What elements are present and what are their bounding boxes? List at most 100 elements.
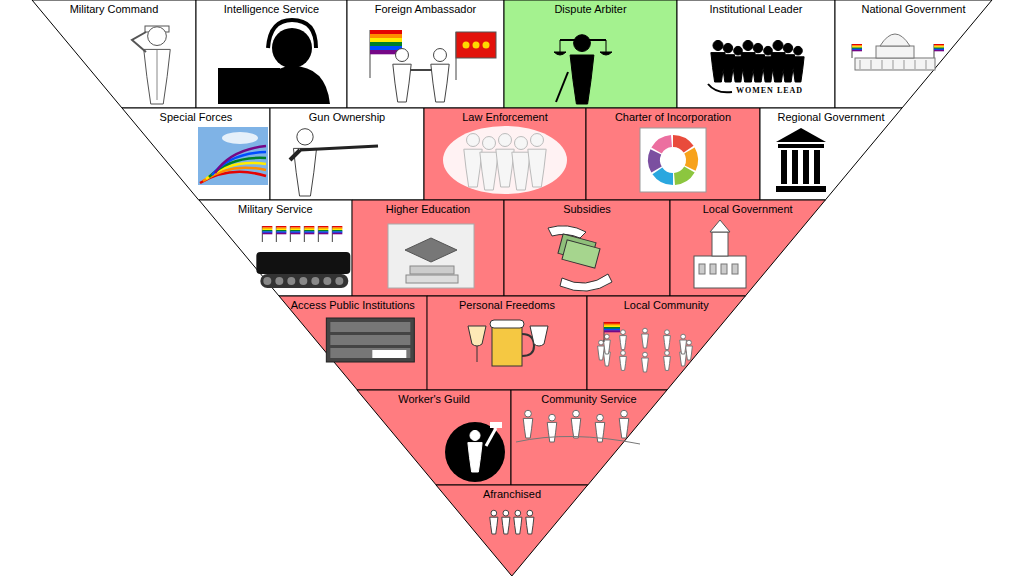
- pyramid-cell: Worker's Guild: [357, 390, 511, 485]
- icon-shape: [464, 149, 482, 187]
- cell-title: Intelligence Service: [198, 0, 345, 16]
- icon-shape: [597, 414, 604, 421]
- cell-icon: [708, 40, 804, 92]
- pyramid-cell: Military Service: [199, 200, 352, 296]
- pyramid-cell: Regional Government: [760, 108, 902, 200]
- cell-outline: [357, 390, 511, 485]
- icon-shape: [814, 150, 820, 184]
- icon-shape: [570, 55, 594, 104]
- icon-shape: [491, 510, 497, 516]
- icon-shape: [599, 340, 604, 345]
- icon-shape: [431, 64, 449, 102]
- cell-icon: [852, 34, 944, 70]
- icon-shape: [893, 60, 894, 69]
- pyramid-cell: National Government: [835, 0, 992, 108]
- icon-shape: [776, 186, 826, 192]
- icon-shape: [490, 422, 502, 428]
- icon-shape: [290, 233, 300, 235]
- icon-shape: [621, 410, 628, 417]
- icon-shape: [620, 356, 627, 370]
- icon-shape: [276, 233, 286, 235]
- icon-shape: [443, 126, 567, 194]
- icon-shape: [410, 69, 432, 71]
- icon-shape: [665, 351, 670, 356]
- icon-shape: [643, 328, 648, 333]
- pyramid-cell: Community Service: [511, 390, 667, 485]
- icon-shape: [330, 335, 410, 345]
- icon-shape: [642, 358, 649, 372]
- icon-shape: [554, 52, 566, 55]
- icon-shape: [680, 340, 687, 354]
- cell-outline: [424, 108, 586, 200]
- icon-shape: [335, 277, 343, 285]
- cell-outline: [586, 108, 760, 200]
- icon-shape: [263, 277, 271, 285]
- icon-shape: [598, 346, 605, 360]
- icon-shape: [871, 60, 872, 69]
- cell-title: Military Service: [201, 200, 350, 216]
- cell-title: Subsidies: [506, 200, 668, 216]
- icon-shape: [515, 137, 528, 150]
- icon-shape: [405, 238, 457, 262]
- cell-outline: [196, 0, 347, 108]
- icon-shape: [560, 274, 612, 291]
- cell-outline: [279, 296, 427, 390]
- icon-shape: [372, 350, 406, 358]
- cell-icon: [468, 320, 548, 366]
- cell-title: Gun Ownership: [272, 108, 422, 124]
- pyramid-cell: Institutional LeaderWOMEN LEAD: [677, 0, 835, 108]
- icon-shape: [300, 146, 378, 150]
- cell-outline: [835, 0, 992, 108]
- icon-shape: [860, 60, 861, 69]
- cell-outline: [427, 296, 587, 390]
- cell-icon: [490, 510, 534, 534]
- icon-shape: [396, 49, 409, 62]
- cell-title: Personal Freedoms: [429, 296, 585, 312]
- pyramid-cell: Charter of Incorporation: [586, 108, 760, 200]
- icon-shape: [318, 233, 328, 235]
- icon-shape: [370, 30, 402, 34]
- icon-shape: [781, 150, 787, 184]
- cell-icon: [198, 127, 268, 185]
- cell-outline: [352, 200, 504, 296]
- icon-shape: [290, 150, 300, 160]
- icon-shape: [492, 326, 522, 366]
- icon-shape: [600, 52, 612, 55]
- icon-shape: [531, 134, 544, 147]
- icon-shape: [712, 232, 728, 256]
- cell-outline: [677, 0, 835, 108]
- cell-outline: [436, 485, 588, 576]
- icon-shape: [783, 43, 792, 52]
- cell-icon: [516, 410, 640, 444]
- icon-shape: [304, 233, 314, 235]
- icon-shape: [528, 149, 546, 187]
- icon-shape: [287, 277, 295, 285]
- icon-shape: [643, 352, 648, 357]
- icon-shape: [621, 330, 626, 335]
- icon-shape: [262, 233, 272, 235]
- icon-shape: [562, 240, 600, 268]
- icon-shape: [560, 39, 606, 41]
- icon-shape: [516, 436, 640, 444]
- icon-shape: [619, 418, 629, 438]
- cell-icon: [218, 20, 330, 104]
- cell-title: Community Service: [513, 390, 665, 406]
- icon-shape: [560, 40, 561, 52]
- icon-shape: [574, 35, 591, 52]
- pyramid-cell: Intelligence Service: [196, 0, 347, 108]
- icon-shape: [483, 42, 490, 49]
- icon-shape: [778, 144, 824, 148]
- icon-shape: [215, 146, 266, 173]
- icon-shape: [268, 20, 316, 48]
- pyramid-cell: Higher Education: [352, 200, 504, 296]
- icon-shape: [222, 132, 258, 144]
- icon-shape: [606, 40, 607, 52]
- icon-shape: [299, 277, 307, 285]
- cell-icon: [445, 422, 505, 482]
- icon-shape: [499, 134, 512, 147]
- icon-shape: [547, 422, 557, 442]
- icon-shape: [480, 152, 498, 190]
- pyramid-cell: Access Public Institutions: [279, 296, 427, 390]
- icon-shape: [665, 330, 670, 335]
- cell-outline: [760, 108, 902, 200]
